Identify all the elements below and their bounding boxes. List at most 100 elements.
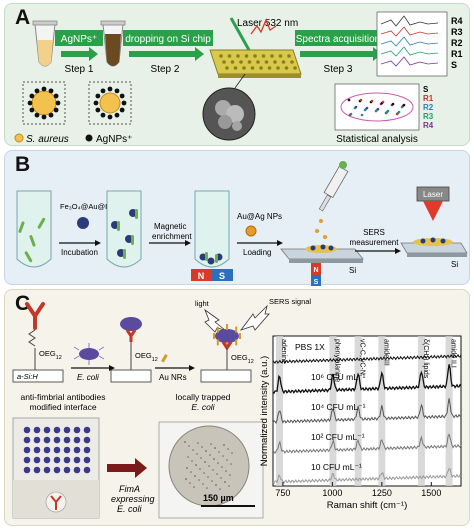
speckle — [190, 471, 192, 473]
drop — [315, 229, 319, 233]
array-spot — [53, 456, 61, 464]
speckle — [227, 448, 229, 450]
series-line — [272, 468, 462, 485]
speckle — [224, 481, 226, 483]
chip-spot — [230, 60, 235, 64]
speckle — [226, 459, 228, 461]
laser-cone — [423, 201, 443, 221]
np-dot — [34, 112, 40, 118]
np-dot — [100, 88, 106, 94]
nanorod — [239, 333, 241, 339]
label-trapped-2: E. coli — [191, 402, 215, 412]
array-spot — [53, 426, 61, 434]
speckle — [189, 482, 191, 484]
np-dot — [95, 107, 101, 113]
array-spot — [73, 456, 81, 464]
pca-point — [359, 98, 363, 102]
label-light: light — [195, 299, 210, 308]
np-dot — [114, 112, 120, 118]
pca-point — [370, 99, 374, 103]
legend-agnps-text: AgNPs⁺ — [96, 134, 132, 145]
arrow-step3 — [300, 47, 382, 61]
array-spot — [23, 446, 31, 454]
label-dropping: dropping on Si chip — [125, 34, 211, 45]
chip-spot — [250, 66, 255, 70]
bacterium-ring — [27, 86, 61, 120]
band-label: νC-C, νC-N — [359, 339, 366, 375]
chip-spot — [247, 60, 252, 64]
np-dot — [107, 114, 113, 120]
panel-b: B Fe₃O₄@Au@PEI Incubation Magnetic enric… — [4, 150, 470, 286]
np-dot — [119, 93, 125, 99]
label-reagent: Fe₃O₄@Au@PEI — [60, 202, 117, 211]
magnet-s-label: S — [219, 271, 225, 281]
speckle — [225, 470, 227, 472]
array-spot — [23, 436, 31, 444]
label-step1: Step 1 — [65, 64, 94, 75]
chip-spot — [284, 66, 289, 70]
laser-beam-a — [229, 17, 251, 51]
band — [378, 336, 386, 486]
np-dot — [93, 100, 99, 106]
panel-c-label: C — [15, 292, 31, 315]
speckle — [187, 456, 189, 458]
speckle — [204, 461, 206, 463]
speckle — [203, 472, 205, 474]
speckle — [228, 485, 230, 487]
drop — [319, 219, 323, 223]
label-box-agnps — [55, 30, 103, 46]
magnet-s2-label: S — [314, 279, 319, 286]
panel-a-diagram: AgNPs⁺ Step 1 dropping on Si chip Step 2… — [14, 11, 463, 145]
trapped-ecoli-icon — [215, 329, 239, 343]
array-spot — [23, 426, 31, 434]
ecoli-bound-icon — [120, 317, 142, 331]
array-spot — [83, 436, 91, 444]
speckle — [214, 447, 216, 449]
array-spot — [43, 446, 51, 454]
magnet-n — [191, 269, 212, 281]
array-spot — [63, 436, 71, 444]
array-spot — [33, 446, 41, 454]
nanorod — [235, 326, 238, 333]
chip-spot — [225, 66, 229, 70]
panel-a: A AgNPs⁺ Step 1 dropping on Si chip Step… — [4, 3, 470, 146]
label-oeg-2: OEG12 — [135, 351, 158, 363]
np-dot — [29, 93, 35, 99]
nanorod — [226, 324, 228, 330]
array-spot — [33, 456, 41, 464]
array-spot — [23, 466, 31, 474]
tube-bacteria — [32, 20, 58, 67]
np-dot — [100, 112, 106, 118]
nanorod — [226, 342, 228, 348]
array-spot — [33, 426, 41, 434]
spectra-label-r4: R4 — [451, 16, 463, 26]
au-nr-icon — [161, 354, 168, 363]
series-label: 10² CFU mL⁻¹ — [311, 432, 365, 442]
speckle — [230, 463, 232, 465]
panel-b-label: B — [15, 153, 31, 176]
speckle — [195, 464, 197, 466]
label-si-1: Si — [349, 266, 356, 275]
magnet-s-2 — [311, 275, 321, 286]
chip-spot — [264, 60, 269, 64]
array-spot — [53, 446, 61, 454]
surface-2 — [110, 369, 152, 383]
np-dot — [29, 107, 35, 113]
label-spectra: Spectra acquisition — [296, 34, 381, 45]
pca-point — [349, 112, 353, 116]
inset-agnps — [88, 81, 132, 125]
x-tick-label: 1000 — [322, 488, 342, 498]
band-label: amide II,I — [450, 339, 457, 368]
chip-spot — [278, 54, 283, 58]
array-spot — [83, 426, 91, 434]
array-spot — [73, 426, 81, 434]
np-dot — [114, 88, 120, 94]
bacterium-icon — [31, 90, 57, 116]
band — [417, 336, 425, 486]
label-scale: 150 µm — [203, 493, 234, 503]
pca-point — [386, 109, 390, 113]
np-dot — [41, 114, 47, 120]
array-spot — [23, 456, 31, 464]
label-loading: Loading — [243, 248, 271, 257]
arrow-step1 — [61, 47, 98, 61]
